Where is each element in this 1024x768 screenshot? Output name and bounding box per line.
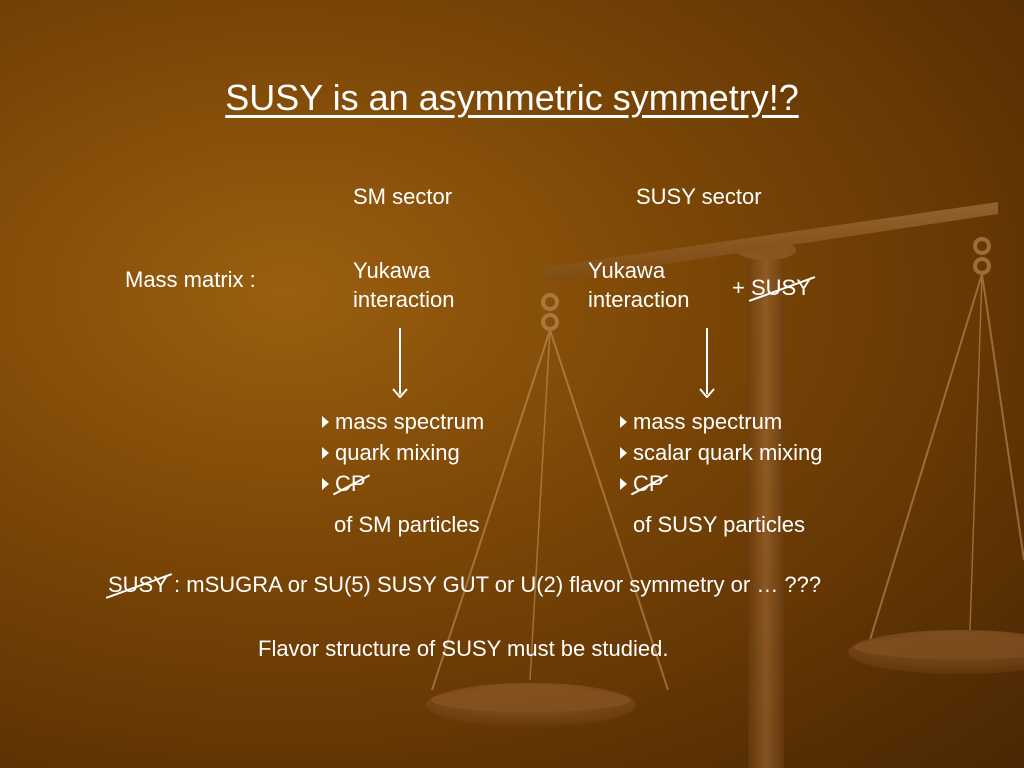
triangle-bullet-icon (322, 416, 329, 428)
triangle-bullet-icon (322, 478, 329, 490)
susy-arrowhead-icon (699, 388, 715, 398)
susy-item-text: mass spectrum (633, 409, 783, 434)
conclusion-text: Flavor structure of SUSY must be studied… (258, 636, 669, 661)
triangle-bullet-icon (620, 447, 627, 459)
sm-yukawa-line1: Yukawa (353, 258, 431, 283)
sm-particles-footer: of SM particles (334, 512, 480, 537)
sm-down-arrow (399, 328, 401, 394)
susy-yukawa-line1: Yukawa (588, 258, 666, 283)
sm-item-mass-spectrum: mass spectrum (322, 411, 484, 433)
susy-particles-footer: of SUSY particles (633, 512, 806, 537)
susy-down-arrow (706, 328, 708, 394)
cp-struck: CP (332, 473, 370, 496)
sm-item-quark-mixing: quark mixing (322, 442, 460, 464)
soft-susy-breaking-term: + SUSY (732, 275, 816, 303)
susy-breaking-struck: SUSY (748, 275, 816, 303)
susy-models-struck: SUSY (105, 572, 173, 600)
sm-yukawa-line2: interaction (353, 287, 455, 312)
triangle-bullet-icon (620, 478, 627, 490)
sm-item-text: mass spectrum (335, 409, 485, 434)
susy-models-text: : mSUGRA or SU(5) SUSY GUT or U(2) flavo… (167, 572, 822, 597)
slide-title: SUSY is an asymmetric symmetry!? (225, 77, 799, 118)
susy-item-cp: CP (620, 473, 668, 496)
plus-sign: + (732, 275, 751, 300)
susy-item-scalar-quark-mixing: scalar quark mixing (620, 442, 823, 464)
triangle-bullet-icon (620, 416, 627, 428)
susy-models-line: SUSY : mSUGRA or SU(5) SUSY GUT or U(2) … (105, 572, 822, 600)
sm-sector-header: SM sector (353, 184, 453, 209)
triangle-bullet-icon (322, 447, 329, 459)
susy-yukawa-line2: interaction (588, 287, 690, 312)
susy-item-text: scalar quark mixing (633, 440, 823, 465)
sm-item-text: quark mixing (335, 440, 460, 465)
susy-sector-header: SUSY sector (636, 184, 762, 209)
sm-item-cp: CP (322, 473, 370, 496)
sm-arrowhead-icon (392, 388, 408, 398)
susy-item-mass-spectrum: mass spectrum (620, 411, 782, 433)
cp-struck: CP (630, 473, 668, 496)
mass-matrix-label: Mass matrix : (125, 267, 256, 292)
